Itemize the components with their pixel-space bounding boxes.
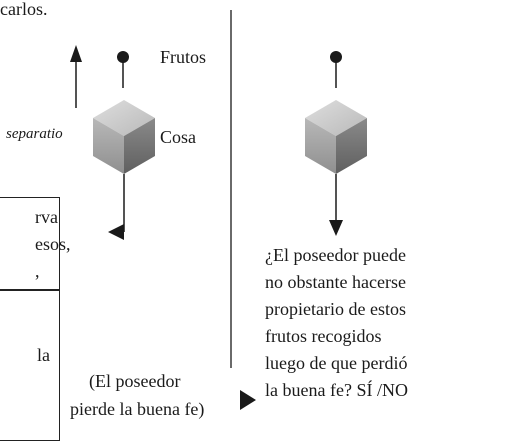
left-cube-icon [93,100,155,174]
question-line: luego de que perdió [265,353,408,373]
pointer-arrow-icon [240,390,256,410]
right-down-arrow [329,174,343,236]
question-line: propietario de estos [265,299,406,319]
right-cube-icon [305,100,367,174]
label-separatio: separatio [6,126,63,142]
box-line: , [35,261,40,281]
note-line-1: (El poseedor [89,371,181,391]
box-line: rva [35,207,58,227]
question-line: la buena fe? SÍ /NO [265,380,408,400]
left-down-arrow [108,174,125,240]
note-line-2: pierde la buena fe) [70,399,205,419]
question-line: no obstante hacerse [265,272,406,292]
box-line: esos, [35,234,71,254]
context-box-bottom: la [0,289,60,441]
top-cut-text: carlos. [0,0,48,19]
box-line: la [37,345,50,365]
separatio-up-arrow [70,45,82,108]
question-line: ¿El poseedor puede [265,245,406,265]
diagram-canvas [70,10,367,410]
label-cosa: Cosa [160,127,196,147]
label-frutos: Frutos [160,47,207,67]
question-line: frutos recogidos [265,326,382,346]
context-box-top: rva esos, , [0,197,71,291]
